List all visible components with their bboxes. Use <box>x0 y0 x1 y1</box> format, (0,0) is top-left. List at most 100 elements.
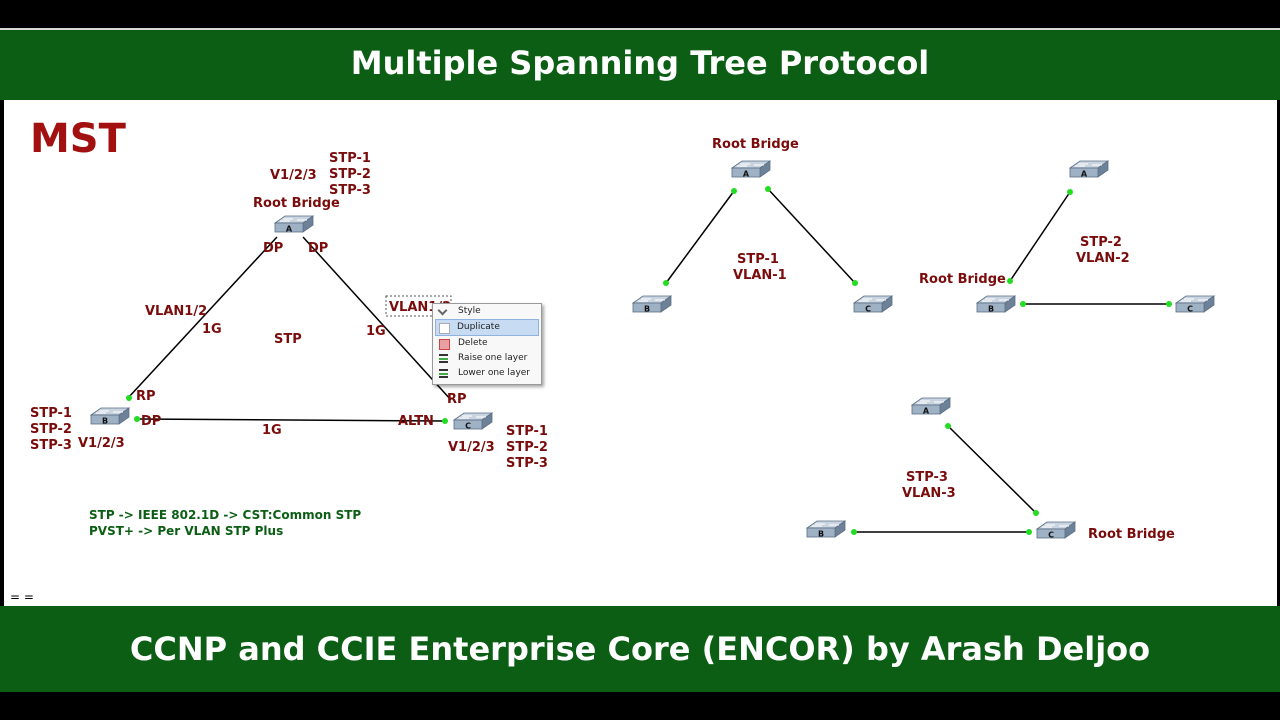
link-ac-speed: 1G <box>366 324 386 339</box>
t2-port-a <box>1067 189 1073 195</box>
svg-text:B: B <box>644 305 650 314</box>
vlans-top: V1/2/3 <box>270 168 317 183</box>
note-pvst: PVST+ -> Per VLAN STP Plus <box>89 524 283 538</box>
t1-switch-b[interactable]: B <box>632 295 672 314</box>
t2-port-b-up <box>1007 278 1013 284</box>
stp-1-c: STP-1 <box>506 424 548 439</box>
svg-text:C: C <box>465 422 471 431</box>
vlan-label-left: VLAN1/2 <box>145 304 207 319</box>
dp-a-left: DP <box>263 241 283 256</box>
t1-vlan: VLAN-1 <box>733 268 787 283</box>
t2-port-c <box>1166 301 1172 307</box>
t3-stp: STP-3 <box>906 470 948 485</box>
t3-switch-b[interactable]: B <box>806 520 846 539</box>
altn-c: ALTN <box>398 414 434 429</box>
switch-c[interactable]: C <box>453 412 493 431</box>
t3-port-a <box>945 423 951 429</box>
t2-root-bridge: Root Bridge <box>919 272 1006 287</box>
vlans-b: V1/2/3 <box>78 436 125 451</box>
context-menu: Style Duplicate Delete Raise one layer L… <box>432 303 542 385</box>
link-a-c[interactable] <box>302 236 452 401</box>
t1-switch-a[interactable]: A <box>731 160 771 179</box>
rp-b: RP <box>136 389 156 404</box>
svg-text:C: C <box>1048 531 1054 540</box>
t1-port-c <box>852 280 858 286</box>
t3-switch-c[interactable]: C <box>1036 521 1076 540</box>
port-b-right <box>134 416 140 422</box>
stp-1-b: STP-1 <box>30 406 72 421</box>
mst-heading: MST <box>30 116 127 162</box>
menu-item-label: Duplicate <box>457 322 500 332</box>
diagram-svg: MST A B C V1/2/3 STP-1 STP-2 STP-3 Root … <box>30 116 1215 542</box>
t2-port-b-right <box>1020 301 1026 307</box>
t1-port-a-right <box>765 186 771 192</box>
stp-2-b: STP-2 <box>30 422 72 437</box>
stp-2-c: STP-2 <box>506 440 548 455</box>
menu-item-label: Style <box>458 306 481 316</box>
svg-text:A: A <box>286 225 293 234</box>
dp-b: DP <box>141 414 161 429</box>
svg-text:B: B <box>988 305 994 314</box>
menu-item-duplicate[interactable]: Duplicate <box>435 319 539 336</box>
footer-bar: CCNP and CCIE Enterprise Core (ENCOR) by… <box>0 606 1280 692</box>
t2-switch-a[interactable]: A <box>1069 160 1109 179</box>
t3-root-bridge: Root Bridge <box>1088 527 1175 542</box>
t3-link-a-c[interactable] <box>947 425 1037 514</box>
t1-link-a-c[interactable] <box>767 188 856 284</box>
link-a-b[interactable] <box>127 236 278 399</box>
menu-item-raise[interactable]: Raise one layer <box>433 351 541 366</box>
t2-vlan: VLAN-2 <box>1076 251 1130 266</box>
svg-text:C: C <box>865 305 871 314</box>
t1-port-a-left <box>731 188 737 194</box>
link-bc-speed: 1G <box>262 423 282 438</box>
t1-stp: STP-1 <box>737 252 779 267</box>
stp-1-top: STP-1 <box>329 151 371 166</box>
port-b-up <box>126 395 132 401</box>
menu-item-label: Raise one layer <box>458 353 528 363</box>
stp-3-c: STP-3 <box>506 456 548 471</box>
rp-c: RP <box>447 392 467 407</box>
footer-title: CCNP and CCIE Enterprise Core (ENCOR) by… <box>129 630 1151 668</box>
svg-text:B: B <box>818 530 824 539</box>
root-bridge-label: Root Bridge <box>253 196 340 211</box>
center-stp-label: STP <box>274 332 302 347</box>
switch-b[interactable]: B <box>90 407 130 426</box>
t1-switch-c[interactable]: C <box>853 295 893 314</box>
t3-vlan: VLAN-3 <box>902 486 956 501</box>
t2-switch-c[interactable]: C <box>1175 295 1215 314</box>
t3-switch-a[interactable]: A <box>911 397 951 416</box>
svg-text:B: B <box>102 417 108 426</box>
link-ab-speed: 1G <box>202 322 222 337</box>
t2-link-a-b[interactable] <box>1009 191 1071 282</box>
menu-item-style[interactable]: Style <box>433 304 541 319</box>
t3-port-c-left <box>1026 529 1032 535</box>
link-b-c[interactable] <box>136 418 446 422</box>
menu-item-label: Lower one layer <box>458 368 531 378</box>
style-icon <box>437 305 448 316</box>
svg-text:C: C <box>1187 305 1193 314</box>
dp-a-right: DP <box>308 241 328 256</box>
switch-a[interactable]: A <box>274 215 314 234</box>
diagram-canvas[interactable]: MST A B C V1/2/3 STP-1 STP-2 STP-3 Root … <box>4 100 1277 606</box>
t1-port-b <box>663 280 669 286</box>
t1-link-a-b[interactable] <box>665 190 735 284</box>
t2-switch-b[interactable]: B <box>976 295 1016 314</box>
lower-layer-icon <box>439 369 448 378</box>
raise-layer-icon <box>439 354 448 363</box>
menu-item-lower[interactable]: Lower one layer <box>433 366 541 381</box>
svg-text:A: A <box>923 407 930 416</box>
menu-item-label: Delete <box>458 338 488 348</box>
selected-label-box[interactable] <box>385 295 452 317</box>
stp-2-top: STP-2 <box>329 167 371 182</box>
t1-root-bridge: Root Bridge <box>712 137 799 152</box>
title-bar: Multiple Spanning Tree Protocol <box>0 28 1280 100</box>
menu-item-delete[interactable]: Delete <box>433 336 541 351</box>
vlans-c: V1/2/3 <box>448 440 495 455</box>
page-title: Multiple Spanning Tree Protocol <box>350 44 930 82</box>
status-marker: = = <box>10 590 34 604</box>
note-stp: STP -> IEEE 802.1D -> CST:Common STP <box>89 508 361 522</box>
stp-3-b: STP-3 <box>30 438 72 453</box>
svg-text:A: A <box>1081 170 1088 179</box>
port-c-left <box>442 418 448 424</box>
svg-text:A: A <box>743 170 750 179</box>
